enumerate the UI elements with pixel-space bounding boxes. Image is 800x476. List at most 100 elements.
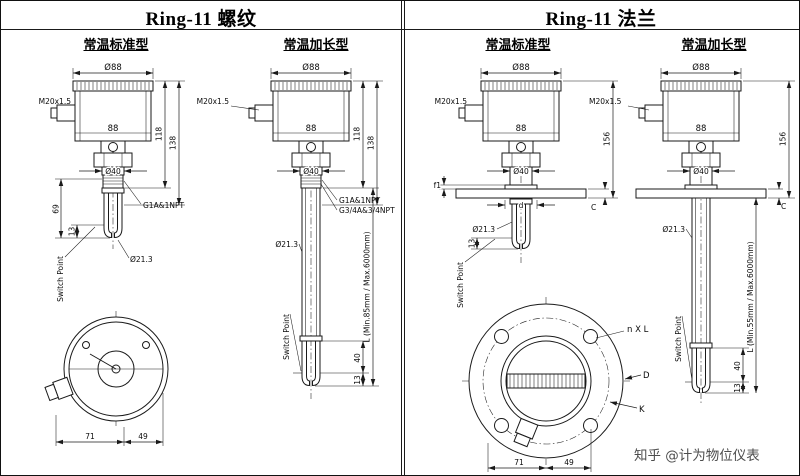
bolt-hole [583, 329, 598, 344]
dim-C: C [781, 202, 786, 211]
dim-156: 156 [603, 132, 612, 147]
dim-h88: 88 [516, 124, 527, 134]
switch-point-label: Switch Point [456, 262, 465, 308]
dim-nxl: n X L [627, 325, 649, 335]
flange-plate [455, 184, 587, 199]
dim-13: 13 [733, 383, 742, 393]
dim-dia213: Ø21.3 [130, 255, 153, 264]
bolt-circle [482, 317, 610, 445]
dimension-lines [487, 330, 642, 472]
dim-m20: M20x1.5 [197, 97, 230, 106]
lid-pointer [89, 353, 117, 370]
lid-screw [142, 341, 150, 349]
dimension-lines [439, 68, 618, 263]
hex-nut [681, 152, 721, 168]
dim-71: 71 [85, 432, 95, 441]
dim-C: C [591, 203, 596, 212]
dim-49: 49 [138, 432, 148, 441]
dim-D: D [643, 371, 650, 381]
dim-118: 118 [353, 127, 362, 142]
dim-71: 71 [514, 458, 524, 467]
hex-nut [93, 152, 133, 168]
extension-tube [301, 188, 321, 336]
dimension-lines [55, 393, 164, 446]
dim-49: 49 [564, 458, 574, 467]
column-label-flange-extended: 常温加长型 [681, 38, 747, 53]
dim-40: 40 [733, 361, 742, 371]
dim-dia213: Ø21.3 [472, 225, 495, 234]
cable-gland-top [513, 417, 539, 448]
dim-13: 13 [353, 375, 362, 385]
dim-dia213: Ø21.3 [662, 225, 685, 234]
dim-13: 13 [468, 239, 477, 249]
dim-dia88: Ø88 [692, 62, 710, 73]
dim-13: 13 [68, 227, 77, 237]
dimension-labels: Ø88 M20x1.5 88 156 Ø40 C Ø21.3 L (Min.55… [589, 62, 788, 393]
cable-gland [50, 104, 76, 122]
column-label-thread-standard: 常温标准型 [83, 38, 149, 53]
housing [270, 80, 352, 156]
dim-m20: M20x1.5 [589, 97, 622, 106]
housing [72, 80, 154, 156]
dim-dia40: Ø40 [693, 167, 709, 176]
lid-screw [82, 341, 90, 349]
bolt-hole [494, 418, 509, 433]
housing [480, 80, 562, 156]
housing [660, 80, 742, 156]
column-label-thread-extended: 常温加长型 [283, 38, 349, 53]
dim-138: 138 [367, 136, 376, 151]
dim-dia88: Ø88 [512, 62, 530, 73]
dim-h88: 88 [306, 124, 317, 134]
dimension-labels: Ø88 M20x1.5 88 118 138 Ø40 G1A&1NPT G3/4… [197, 62, 395, 385]
cable-gland [248, 104, 274, 122]
switch-point-label: Switch Point [282, 314, 291, 360]
dim-dia40: Ø40 [513, 167, 529, 176]
drawing-flange-extended: Ø88 M20x1.5 88 156 Ø40 C Ø21.3 L (Min.55… [589, 62, 795, 403]
dimension-lines [627, 68, 795, 394]
dim-dia213: Ø21.3 [275, 240, 298, 249]
dim-f1: f1 [434, 181, 442, 190]
dim-dia88: Ø88 [302, 62, 320, 73]
dim-length: L (Min.55mm / Max.6000mm) [746, 241, 755, 352]
dim-dia88: Ø88 [104, 62, 122, 73]
dim-dia40: Ø40 [105, 167, 121, 176]
view-flange-top: n X L D K 71 49 [462, 297, 650, 472]
right-panel-title: Ring-11 法兰 [545, 9, 657, 30]
flange-plate [635, 184, 767, 199]
switch-point-label: Switch Point [674, 316, 683, 362]
cable-gland [638, 104, 664, 122]
dim-138: 138 [169, 136, 178, 151]
dim-40: 40 [353, 353, 362, 363]
extension-tube [691, 198, 711, 343]
dim-thread-g34: G3/4A&3/4NPT [339, 206, 395, 215]
dim-thread-g1: G1A&1NPT [339, 196, 380, 205]
dim-m20: M20x1.5 [39, 97, 72, 106]
dimension-labels: Ø88 M20x1.5 88 118 138 Ø40 G1A&1NPT 69 1… [39, 62, 185, 302]
column-label-flange-standard: 常温标准型 [485, 38, 551, 53]
hex-nut [291, 152, 331, 168]
watermark: 知乎 @计为物位仪表 [634, 448, 760, 464]
switch-point-label: Switch Point [56, 256, 65, 302]
drawing-thread-extended: Ø88 M20x1.5 88 118 138 Ø40 G1A&1NPT G3/4… [197, 62, 395, 399]
bolt-hole [583, 418, 598, 433]
dim-h88: 88 [108, 124, 119, 134]
lid-ribs [506, 373, 586, 389]
dim-d: d [519, 201, 524, 210]
dim-156: 156 [779, 132, 788, 147]
view-housing-top: 71 49 [44, 311, 169, 446]
dim-dia40: Ø40 [303, 167, 319, 176]
dim-h88: 88 [696, 124, 707, 134]
dimension-labels: Ø88 M20x1.5 88 156 Ø40 f1 d C Ø21.3 13 S… [432, 62, 612, 308]
left-panel-title: Ring-11 螺纹 [145, 9, 257, 30]
drawing-flange-standard: Ø88 M20x1.5 88 156 Ø40 f1 d C Ø21.3 13 S… [432, 62, 618, 308]
bolt-hole [494, 329, 509, 344]
dimension-lines [230, 68, 383, 387]
dim-m20: M20x1.5 [435, 97, 468, 106]
dim-69: 69 [52, 204, 61, 214]
dimension-lines [55, 68, 185, 259]
cable-gland [458, 104, 484, 122]
drawing-thread-standard: Ø88 M20x1.5 88 118 138 Ø40 G1A&1NPT 69 1… [39, 62, 185, 302]
dim-K: K [639, 405, 645, 415]
